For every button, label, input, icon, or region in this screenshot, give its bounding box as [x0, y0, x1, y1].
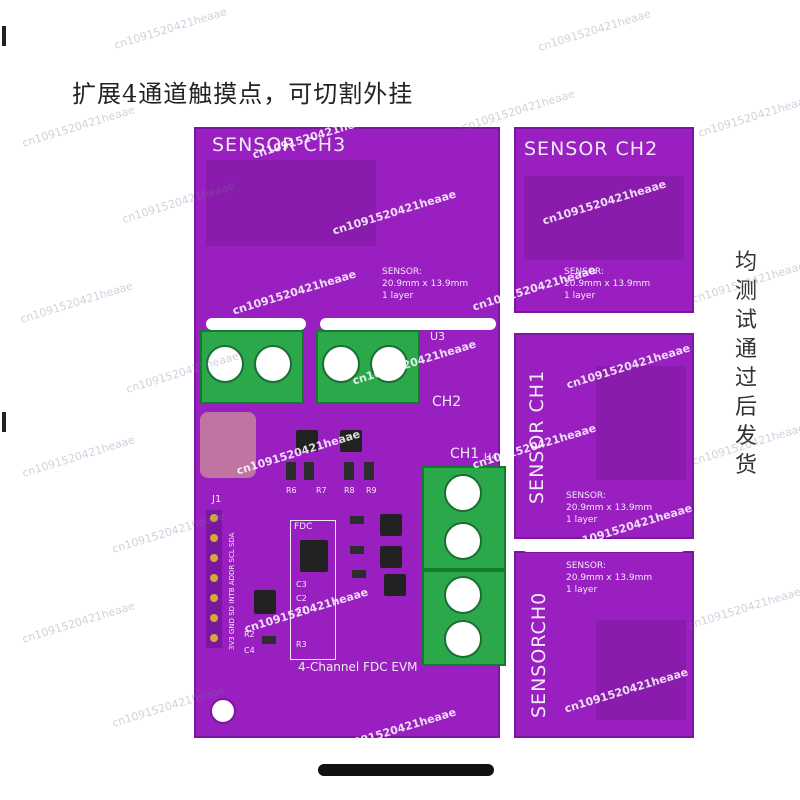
inductor-l1 [380, 514, 402, 536]
ref-r8: R8 [344, 486, 355, 495]
inductor-l3 [384, 574, 406, 596]
ref-c4: C4 [244, 646, 255, 655]
sensor-title-ch2: SENSOR CH2 [524, 138, 659, 160]
label-ch1: CH1 [450, 446, 480, 462]
screw-hole [444, 576, 482, 614]
inductor-l2 [380, 546, 402, 568]
watermark: cn1091520421heaae [536, 7, 653, 54]
resistor-r7 [304, 462, 314, 480]
ref-c3: C3 [296, 580, 307, 589]
screw-hole [444, 620, 482, 658]
header-pin [210, 614, 218, 622]
capacitor-c2 [350, 546, 364, 554]
header-pin [210, 574, 218, 582]
sensor-spec-layers: 1 layer [566, 515, 598, 525]
sensor-title-ch0: SENSORCH0 [528, 591, 550, 718]
evm-label: 4-Channel FDC EVM [298, 660, 418, 674]
sensor-spec-ch0: SENSOR: 20.9mm x 13.9mm 1 layer [566, 560, 652, 596]
watermark: cn1091520421heaae [20, 599, 137, 646]
sensor-spec-ch1: SENSOR: 20.9mm x 13.9mm 1 layer [566, 490, 652, 526]
resistor-r8 [344, 462, 354, 480]
sensor-title-ch3: SENSOR CH3 [212, 134, 347, 156]
sensor-spec-layers: 1 layer [382, 291, 414, 301]
resistor-r6 [286, 462, 296, 480]
sensor-spec-label: SENSOR: [382, 267, 422, 277]
header-j1-label: J1 [212, 494, 222, 505]
side-note: 均测试通过后发货 [734, 250, 757, 478]
screw-hole [254, 345, 292, 383]
left-edge-mark-top [2, 26, 6, 46]
ref-r9: R9 [366, 486, 377, 495]
fdc-ic [300, 540, 328, 572]
watermark: cn1091520421heaae [112, 5, 229, 52]
sensor-spec-size: 20.9mm x 13.9mm [566, 573, 653, 583]
cut-slot-right [522, 318, 686, 330]
screw-hole [322, 345, 360, 383]
ref-r6: R6 [286, 486, 297, 495]
sensor-spec-ch2: SENSOR: 20.9mm x 13.9mm 1 layer [564, 266, 650, 302]
ref-r3: R3 [296, 640, 307, 649]
watermark: cn1091520421heaae [18, 279, 135, 326]
label-u3: U3 [430, 330, 446, 343]
ref-c2: C2 [296, 594, 307, 603]
terminal-block-ch2 [316, 330, 420, 404]
capacitor-c1 [350, 516, 364, 524]
fdc-outline [290, 520, 336, 660]
sensor-spec-size: 20.9mm x 13.9mm [382, 279, 469, 289]
cut-slot-middle [320, 318, 496, 330]
fdc-label: FDC [294, 522, 313, 532]
mounting-hole [210, 698, 236, 724]
ref-r7: R7 [316, 486, 327, 495]
ref-r2: R2 [244, 630, 255, 639]
sensor-spec-size: 20.9mm x 13.9mm [564, 279, 651, 289]
sensor-spec-label: SENSOR: [566, 561, 606, 571]
capacitor-c4 [262, 636, 276, 644]
header-pin [210, 534, 218, 542]
solder-pad-blur [200, 412, 256, 478]
ic-chip-u1 [296, 430, 318, 452]
screw-hole [370, 345, 408, 383]
sensor-spec-size: 20.9mm x 13.9mm [566, 503, 653, 513]
cut-slot-lower-right [522, 542, 686, 552]
header-pin [210, 554, 218, 562]
sensor-spec-layers: 1 layer [566, 585, 598, 595]
label-u4: U4 [484, 452, 498, 463]
screw-hole [206, 345, 244, 383]
header-pin [210, 594, 218, 602]
header-pin [210, 634, 218, 642]
resistor-r9 [364, 462, 374, 480]
header-pins-text: 3V3 GND SD INTB ADDR SCL SDA [228, 532, 236, 650]
home-indicator-bar [318, 764, 494, 776]
sensor-pad-ch2 [524, 176, 684, 260]
watermark: cn1091520421heaae [20, 103, 137, 150]
sensor-spec-label: SENSOR: [564, 267, 604, 277]
ic-chip-u2 [340, 430, 362, 452]
watermark: cn1091520421heaae [686, 585, 800, 632]
capacitor-c3 [352, 570, 366, 578]
cut-slot-left [206, 318, 306, 330]
sensor-pad-ch3 [206, 160, 376, 246]
header-j1 [206, 510, 222, 648]
ref-c1: C1 [296, 606, 307, 615]
regulator-ic [254, 590, 276, 614]
sensor-pad-ch0 [596, 620, 686, 720]
sensor-spec-label: SENSOR: [566, 491, 606, 501]
watermark: cn1091520421heaae [696, 93, 800, 140]
header-pin [210, 514, 218, 522]
watermark: cn1091520421heaae [20, 433, 137, 480]
sensor-spec-ch3: SENSOR: 20.9mm x 13.9mm 1 layer [382, 266, 468, 302]
screw-hole [444, 474, 482, 512]
left-edge-mark-middle [2, 412, 6, 432]
header-text: 扩展4通道触摸点，可切割外挂 [72, 80, 414, 108]
screw-hole [444, 522, 482, 560]
sensor-spec-layers: 1 layer [564, 291, 596, 301]
sensor-pad-ch1 [596, 366, 686, 480]
label-ch2: CH2 [432, 394, 462, 410]
